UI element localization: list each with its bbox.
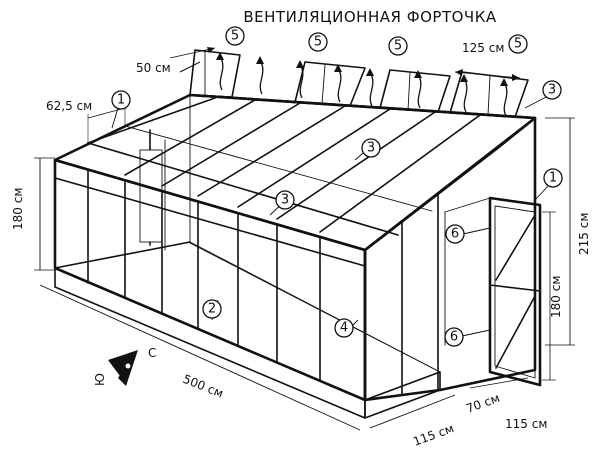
dim-total-height: 215 см [577, 213, 591, 255]
callout-vent-3: 5 [388, 36, 408, 56]
diagram-title: ВЕНТИЛЯЦИОННАЯ ФОРТОЧКА [243, 8, 496, 26]
dim-vent-width: 125 см [462, 41, 504, 55]
dim-vent-depth: 50 см [136, 61, 171, 75]
svg-text:5: 5 [514, 37, 522, 52]
dim-roof-panel: 62,5 см [46, 99, 92, 113]
foundation [54, 241, 441, 419]
roof [53, 93, 537, 252]
callout-vent-1: 5 [225, 26, 245, 46]
callout-vent-2: 5 [308, 32, 328, 52]
svg-text:3: 3 [548, 83, 556, 98]
svg-text:4: 4 [340, 321, 348, 336]
callout-roof-panel-middle: 3 [354, 138, 381, 161]
callout-frame-top: 1 [111, 90, 131, 129]
svg-text:5: 5 [314, 35, 322, 50]
door [444, 196, 542, 387]
svg-text:3: 3 [281, 193, 289, 208]
svg-text:1: 1 [549, 171, 557, 186]
svg-text:6: 6 [451, 227, 459, 242]
callout-door-hinge-bottom: 6 [444, 327, 491, 347]
svg-text:5: 5 [231, 29, 239, 44]
callout-markers: 1 1 2 3 3 3 4 [111, 26, 563, 347]
compass: С Ю [93, 346, 156, 386]
compass-north: С [148, 346, 156, 360]
callout-door-hinge-top: 6 [445, 224, 491, 244]
callout-wall-panel: 2 [202, 299, 222, 321]
svg-text:1: 1 [117, 93, 125, 108]
svg-text:2: 2 [208, 302, 216, 317]
dim-width-front: 115 см [411, 421, 456, 449]
dim-length: 500 см [181, 372, 226, 401]
svg-text:3: 3 [367, 141, 375, 156]
svg-text:5: 5 [394, 39, 402, 54]
svg-text:6: 6 [450, 330, 458, 345]
callout-roof-panel-front: 3 [269, 190, 295, 216]
airflow-arrows [216, 52, 508, 117]
callout-frame-side: 1 [534, 168, 563, 201]
callout-vent-4: 5 [508, 34, 528, 54]
dim-door-height: 180 см [549, 276, 563, 318]
dim-width-side: 115 см [505, 417, 547, 431]
compass-south: Ю [93, 373, 107, 386]
dim-wall-height: 180 см [11, 188, 25, 230]
callout-end-wall: 4 [334, 318, 359, 338]
callout-roof-panel-back: 3 [524, 80, 562, 109]
dim-door-width: 70 см [464, 391, 501, 416]
front-long-wall [53, 158, 367, 402]
